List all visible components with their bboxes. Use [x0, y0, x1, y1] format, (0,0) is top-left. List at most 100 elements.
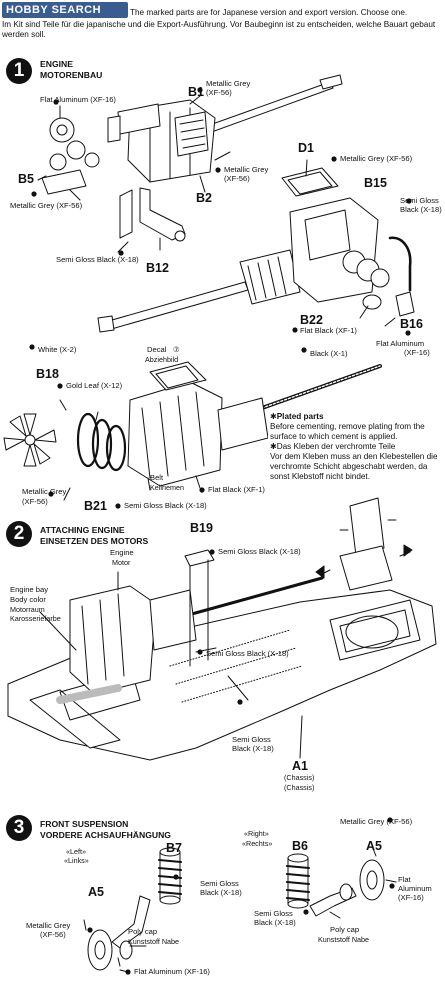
- poly-cap-label-left: Poly cap: [128, 927, 158, 936]
- paint-label: Metallic Grey (XF-56): [10, 201, 83, 210]
- plated-note-title: Plated parts: [276, 412, 324, 421]
- plated-note-body: Before cementing, remove plating from th…: [270, 422, 425, 441]
- paint-label: (XF-56): [206, 88, 232, 97]
- part-b7: B7: [166, 841, 182, 855]
- plated-note: ✱Plated parts Before cementing, remove p…: [270, 412, 438, 481]
- left-label: «Left»: [66, 847, 86, 856]
- step-title-1-de: MOTORENBAU: [40, 70, 103, 80]
- part-b12: B12: [146, 261, 169, 275]
- paint-label: Metallic Grey (XF-56): [340, 154, 413, 163]
- paint-label: Black (X-18): [232, 744, 274, 753]
- step-title-3: FRONT SUSPENSION: [40, 819, 129, 829]
- engine-drawing-belts: [3, 361, 382, 501]
- paint-label: Semi Gloss: [400, 196, 439, 205]
- step-number-3: 3: [6, 815, 32, 841]
- watermark-logo: HOBBY SEARCH: [2, 2, 128, 18]
- part-a5-right: A5: [366, 839, 382, 853]
- part-b2: B2: [196, 191, 212, 205]
- poly-cap-label-left-de: Kunststoff Nabe: [128, 937, 180, 946]
- paint-label: Black (X-18): [400, 205, 442, 214]
- paint-label: Metallic Grey: [26, 921, 71, 930]
- part-b19: B19: [190, 521, 213, 535]
- right-spring: [286, 853, 310, 909]
- paint-label: Metallic Grey: [206, 79, 251, 88]
- part-a1: A1: [292, 759, 308, 773]
- paint-label: White (X-2): [38, 345, 77, 354]
- paint-label: (XF-56): [22, 497, 48, 506]
- decal-label-de: Abziehbild: [145, 355, 179, 364]
- step-title-2-de: EINSETZEN DES MOTORS: [40, 536, 149, 546]
- paint-label: (XF-16): [404, 348, 430, 357]
- left-spring: [158, 847, 182, 905]
- paint-label: Semi Gloss Black (X-18): [124, 501, 207, 510]
- paint-label: Flat Black (XF-1): [208, 485, 265, 494]
- poly-cap-label-right: Poly cap: [330, 925, 360, 934]
- belt-label: Belt: [150, 473, 164, 482]
- paint-label: Flat: [398, 875, 411, 884]
- decal-label: Decal: [147, 345, 167, 354]
- part-b16: B16: [400, 317, 423, 331]
- paint-label: Semi Gloss: [254, 909, 293, 918]
- plated-note-title-de: Das Kleben der verchromte Teile: [276, 442, 396, 451]
- intro-de: Im Kit sind Teile für die japanische und…: [2, 20, 436, 39]
- paint-label: Semi Gloss: [232, 735, 271, 744]
- part-d1: D1: [298, 141, 314, 155]
- step-number-1: 1: [6, 58, 32, 84]
- paint-label: (XF-56): [224, 174, 250, 183]
- left-label-de: «Links»: [64, 856, 89, 865]
- part-b6: B6: [292, 839, 308, 853]
- engine-bay-label: Engine bay: [10, 585, 48, 594]
- step-title-1: ENGINE: [40, 59, 73, 69]
- part-a5-left: A5: [88, 885, 104, 899]
- step-title-2: ATTACHING ENGINE: [40, 525, 125, 535]
- paint-label: Black (X-18): [254, 918, 296, 927]
- paint-label: Flat Aluminum: [376, 339, 425, 348]
- engine-label: Engine: [110, 548, 134, 557]
- step-number-2: 2: [6, 521, 32, 547]
- part-b21: B21: [84, 499, 107, 513]
- part-b22: B22: [300, 313, 323, 327]
- part-b15: B15: [364, 176, 387, 190]
- paint-label: Semi Gloss Black (X-18): [218, 547, 301, 556]
- part-b5: B5: [18, 172, 34, 186]
- plated-note-body-de: Vor dem Kleben muss an den Klebestellen …: [270, 452, 438, 481]
- part-b18: B18: [36, 367, 59, 381]
- chassis-label: (Chassis): [284, 773, 315, 782]
- engine-drawing-top: [37, 74, 343, 253]
- chassis-label-de: (Chassis): [284, 783, 315, 792]
- paint-label: Black (X-1): [310, 349, 348, 358]
- engine-bay-color-label: Body color: [10, 595, 46, 604]
- paint-label: Flat Aluminum (XF-16): [134, 967, 210, 976]
- part-b1: B1: [188, 85, 204, 99]
- paint-label: Semi Gloss Black (X-18): [206, 649, 289, 658]
- engine-bay-label-de: Motorraum: [10, 605, 45, 614]
- right-label: «Right»: [244, 829, 269, 838]
- decal-number: ⑦: [173, 345, 180, 354]
- paint-label: (XF-56): [40, 930, 66, 939]
- right-label-de: «Rechts»: [242, 839, 273, 848]
- intro-en: The marked parts are for Japanese versio…: [130, 8, 408, 17]
- paint-label: Semi Gloss Black (X-18): [56, 255, 139, 264]
- paint-label: Flat Black (XF-1): [300, 326, 357, 335]
- paint-label: Metallic Grey (XF-56): [340, 817, 413, 826]
- paint-label: Metallic Grey: [22, 487, 67, 496]
- engine-label-de: Motor: [112, 558, 131, 567]
- paint-label: Black (X-18): [200, 888, 242, 897]
- paint-label: Aluminum: [398, 884, 432, 893]
- step-title-3-de: VORDERE ACHSAUFHÄNGUNG: [40, 830, 171, 840]
- poly-cap-label-right-de: Kunststoff Nabe: [318, 935, 370, 944]
- paint-label: Metallic Grey: [224, 165, 269, 174]
- chassis-drawing: [7, 549, 437, 761]
- paint-label: Flat Aluminum (XF-16): [40, 95, 116, 104]
- paint-label: (XF-16): [398, 893, 424, 902]
- paint-label: Semi Gloss: [200, 879, 239, 888]
- engine-drawing-right: [97, 159, 415, 333]
- scraping-illustration: [315, 497, 413, 591]
- plated-note-bg: [268, 410, 442, 504]
- paint-markers: [29, 87, 412, 975]
- suspension-drawing: [83, 845, 397, 973]
- belt-label-de: Keilriemen: [150, 483, 184, 492]
- paint-label: Gold Leaf (X-12): [66, 381, 123, 390]
